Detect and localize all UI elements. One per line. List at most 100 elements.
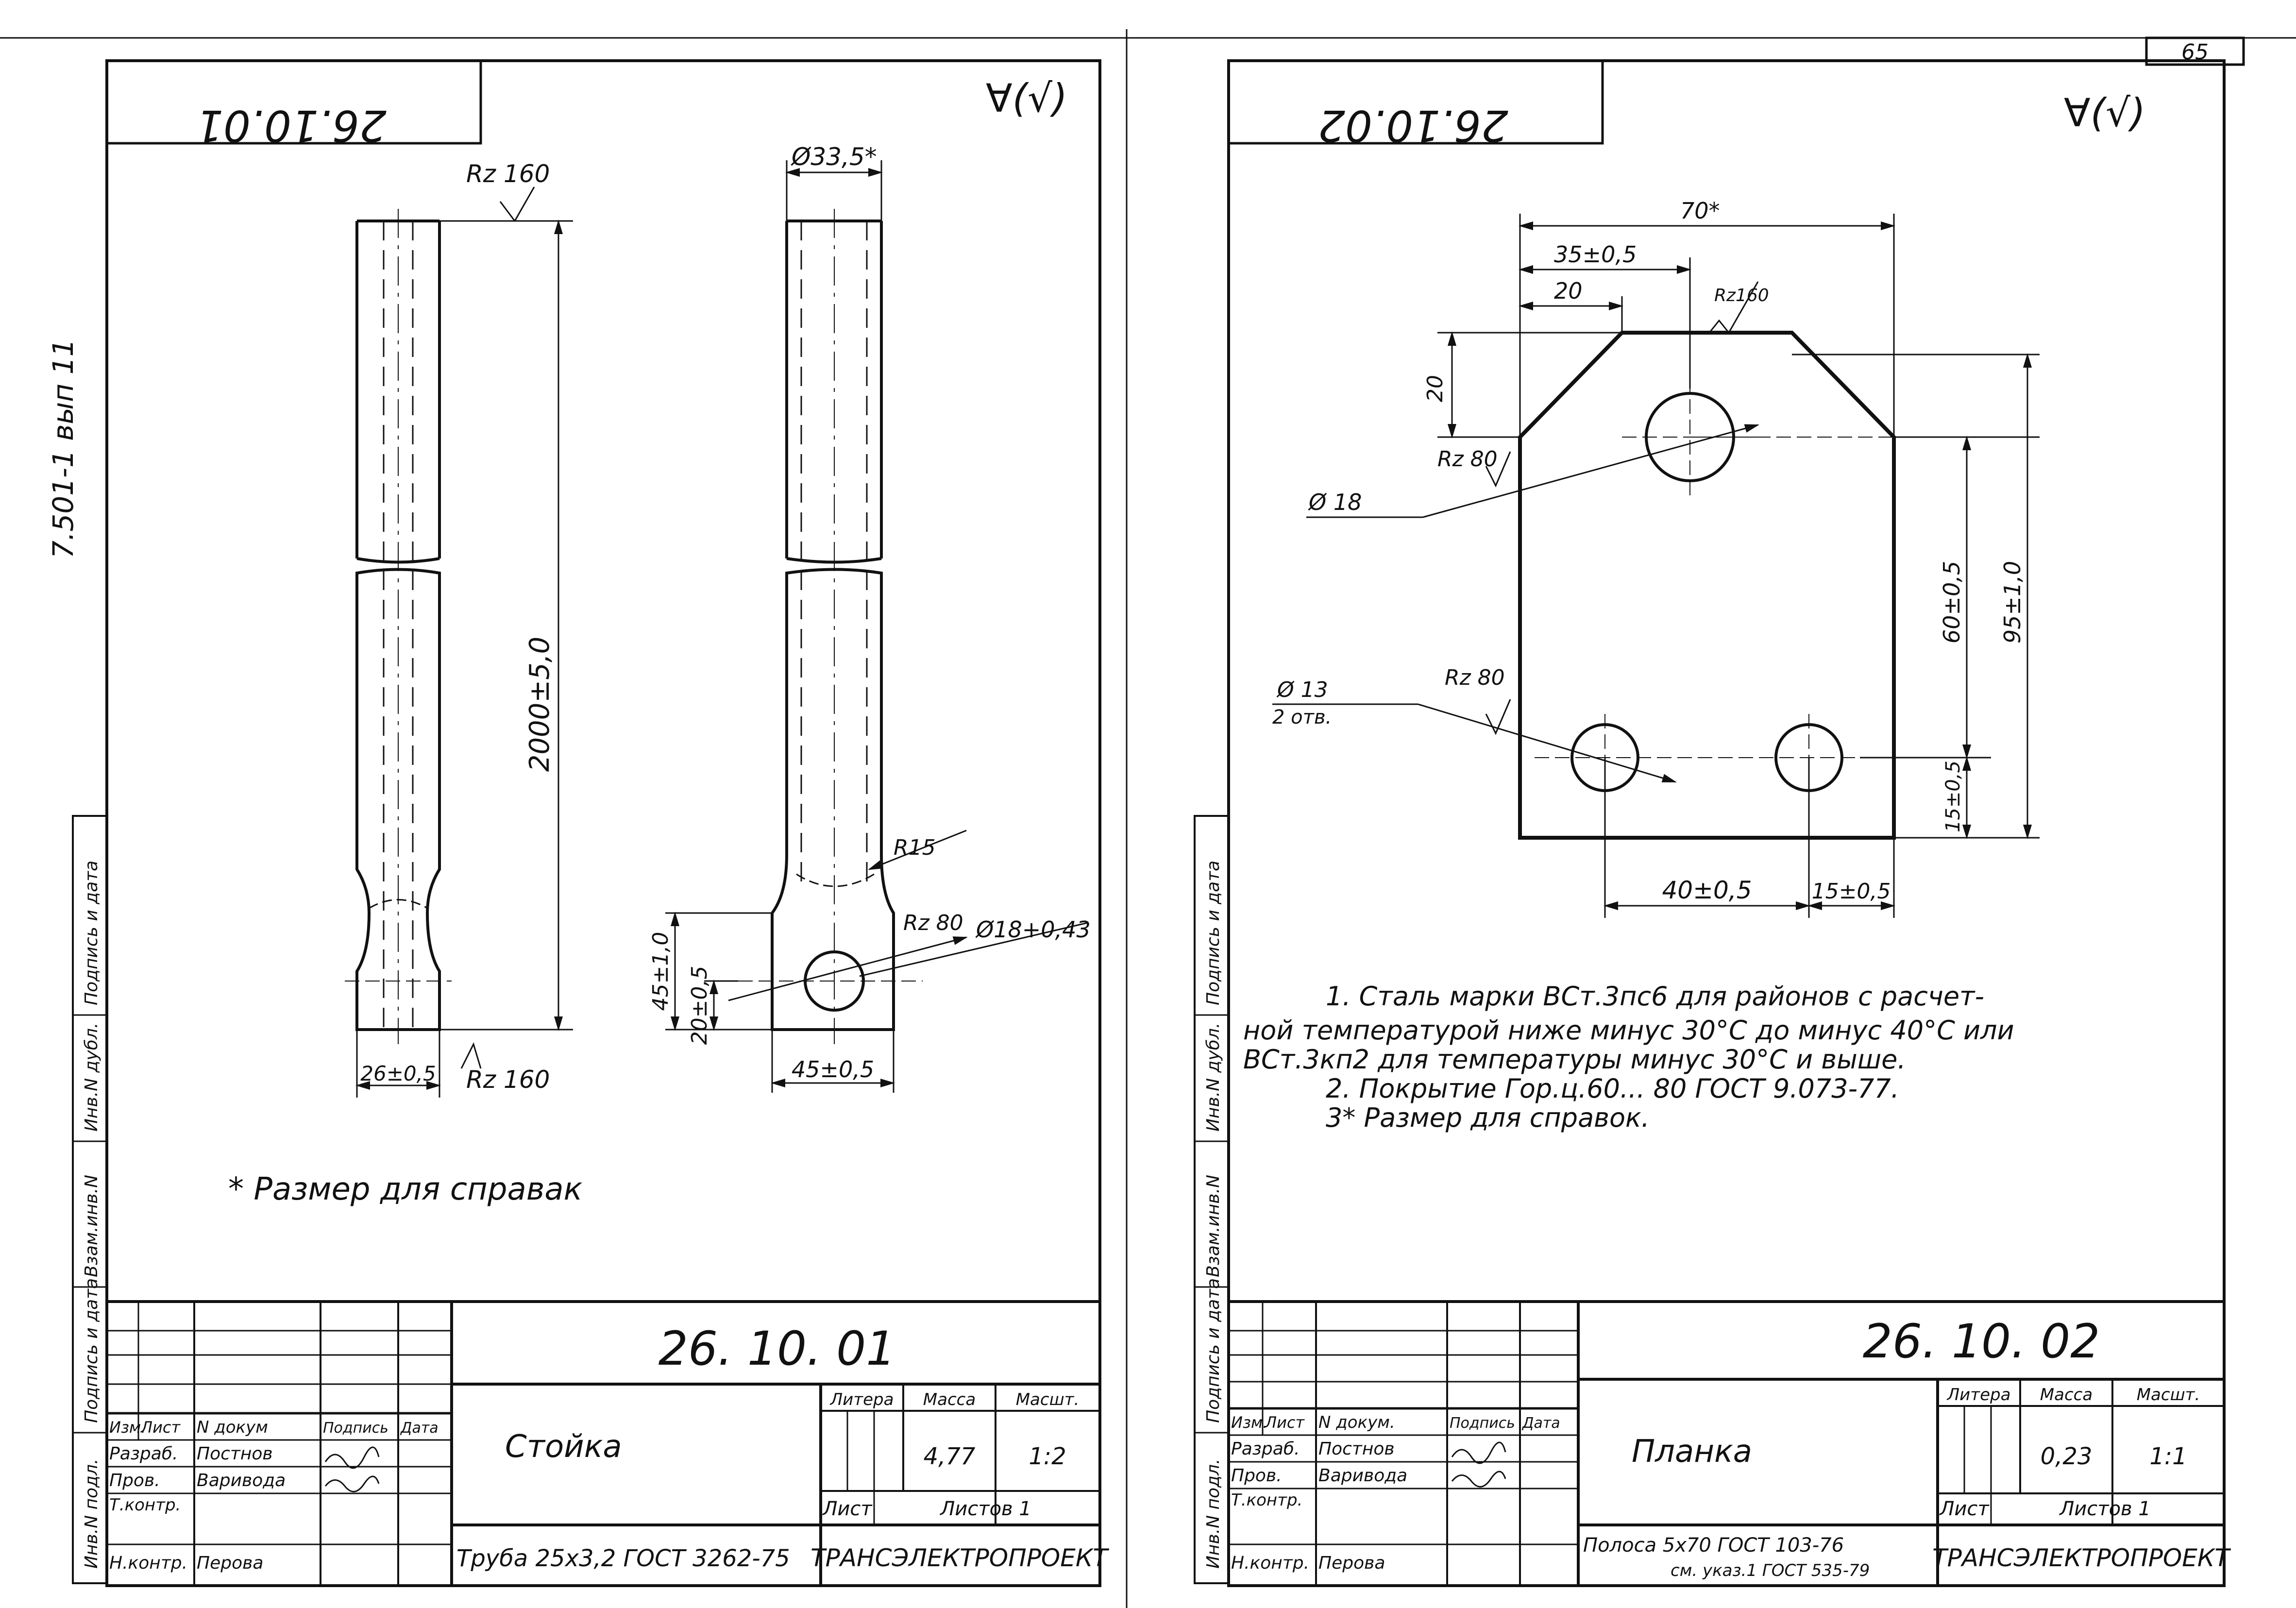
- plate-dim-15-horiz: 15±0,5: [1812, 879, 1891, 904]
- rt-col-izm: Изм.: [1231, 1413, 1267, 1432]
- plate-rz80-top: Rz 80: [1437, 447, 1498, 472]
- lt-role-0: Разраб.: [109, 1444, 178, 1464]
- lt-col-ndokum: N докум: [197, 1418, 268, 1437]
- post-front-view: [738, 209, 923, 1044]
- rt-material-1: Полоса 5х70 ГОСТ 103-76: [1583, 1534, 1844, 1557]
- left-side-stamp: Инв.N подл. Подпись и дата Взам.инв.N Ин…: [72, 815, 108, 1584]
- r-stamp-podpis-1: Подпись и дата: [1203, 1278, 1223, 1423]
- rt-signature-0: [1451, 1441, 1506, 1464]
- right-side-stamp: Инв.N подл. Подпись и дата Взам.инв.N Ин…: [1194, 815, 1230, 1584]
- stamp-inv-podl: Инв.N подл.: [82, 1459, 101, 1569]
- lt-signature-1: [324, 1475, 380, 1492]
- rt-col-list: Лист: [1265, 1413, 1305, 1432]
- lt-col-izm: Изм.: [109, 1418, 146, 1437]
- rt-col-podpis: Подпись: [1450, 1415, 1515, 1432]
- left-code-box: [105, 59, 482, 145]
- rt-material-2: см. указ.1 ГОСТ 535-79: [1671, 1561, 1870, 1580]
- note-line-3: ВСт.3кп2 для температуры минус 30°С и вы…: [1243, 1044, 1906, 1075]
- note-line-2: ной температурой ниже минус 30°С до мину…: [1243, 1015, 2014, 1046]
- post-rz-bottom: Rz 160: [466, 1066, 550, 1094]
- r-stamp-podpis-2: Подпись и дата: [1203, 861, 1223, 1005]
- rt-org: ТРАНСЭЛЕКТРОПРОЕКТ: [1932, 1544, 2231, 1572]
- lt-org: ТРАНСЭЛЕКТРОПРОЕКТ: [810, 1544, 1109, 1572]
- lt-sheets-label: Листов 1: [939, 1498, 1031, 1520]
- series-label: 7.501-1 вып 11: [47, 339, 80, 559]
- plate-dim-60: 60±0,5: [1939, 561, 1965, 643]
- lt-material: Труба 25х3,2 ГОСТ 3262-75: [456, 1545, 790, 1572]
- note-line-1: 1. Сталь марки ВСт.3пс6 для районов с ра…: [1326, 981, 1984, 1012]
- rt-sheet-label: Лист: [1939, 1498, 1990, 1520]
- rt-scale: 1:1: [2149, 1443, 2187, 1470]
- rt-mass: 0,23: [2041, 1443, 2093, 1470]
- note-line-4: 2. Покрытие Гор.ц.60... 80 ГОСТ 9.073-77…: [1326, 1073, 1899, 1104]
- lt-col-list: Лист: [140, 1418, 181, 1437]
- rt-col-ndokum: N докум.: [1318, 1413, 1395, 1432]
- right-roughness-mark: ∀(√): [2064, 90, 2145, 135]
- stamp-vzam-inv: Взам.инв.N: [82, 1175, 101, 1277]
- left-code-mirrored: 26.10.01: [196, 101, 387, 151]
- r-stamp-inv-dubl: Инв.N дубл.: [1203, 1023, 1223, 1132]
- lt-role-1: Пров.: [109, 1471, 160, 1490]
- plate-phi13: Ø 13: [1276, 677, 1328, 702]
- post-dim-20: 20±0,5: [687, 966, 712, 1045]
- plate-rz160: Rz160: [1714, 286, 1769, 305]
- plate-dim-35: 35±0,5: [1554, 241, 1637, 268]
- lt-mass-header: Масса: [923, 1390, 976, 1409]
- rt-code: 26. 10. 02: [1863, 1314, 2100, 1369]
- lt-mass: 4,77: [924, 1443, 976, 1470]
- plate-dim-70: 70*: [1680, 198, 1720, 224]
- lt-col-data: Дата: [400, 1420, 439, 1437]
- plate-drawing: [1518, 331, 1896, 840]
- rt-sheets-label: Листов 1: [2059, 1498, 2151, 1520]
- plate-phi18: Ø 18: [1308, 489, 1362, 515]
- rt-role-1: Пров.: [1231, 1466, 1282, 1486]
- r-stamp-vzam-inv: Взам.инв.N: [1203, 1175, 1223, 1277]
- left-roughness-mark: ∀(√): [986, 76, 1067, 121]
- r-stamp-inv-podl: Инв.N подл.: [1203, 1459, 1223, 1569]
- stamp-podpis-2: Подпись и дата: [82, 861, 101, 1005]
- post-hole-dim: Ø18+0,43: [975, 916, 1091, 943]
- plate-rz80-bottom: Rz 80: [1445, 665, 1505, 690]
- plate-dim-15-vert: 15±0,5: [1942, 761, 1964, 832]
- lt-scale-header: Масшт.: [1016, 1390, 1080, 1409]
- stamp-inv-dubl: Инв.N дубл.: [82, 1023, 101, 1132]
- left-frame: [105, 59, 1101, 1587]
- rt-name-3: Перова: [1318, 1553, 1385, 1573]
- rt-col-data: Дата: [1521, 1415, 1560, 1432]
- post-side-view: [345, 209, 452, 1044]
- left-sheet: 26.10.01 ∀(√) 7.501-1 вып 11 Инв.N подл.…: [47, 59, 1109, 1587]
- lt-name: Стойка: [505, 1429, 622, 1465]
- rt-role-0: Разраб.: [1231, 1439, 1300, 1459]
- rt-signature-1: [1451, 1471, 1506, 1488]
- lt-sheet-label: Лист: [822, 1498, 873, 1520]
- rt-name: Планка: [1632, 1434, 1752, 1470]
- lt-role-3: Н.контр.: [109, 1553, 187, 1573]
- plate-dim-20-top: 20: [1554, 278, 1583, 304]
- post-rz-top: Rz 160: [466, 160, 550, 188]
- right-notes: 1. Сталь марки ВСт.3пс6 для районов с ра…: [1243, 981, 2014, 1133]
- rt-role-2: Т.контр.: [1231, 1490, 1302, 1510]
- post-diameter-dim: Ø33,5*: [791, 143, 877, 171]
- lt-lit-header: Литера: [829, 1390, 894, 1409]
- right-code-box: [1227, 59, 1604, 145]
- rt-lit-header: Литера: [1946, 1385, 2011, 1405]
- post-rz80: Rz 80: [903, 911, 963, 935]
- post-r15: R15: [894, 835, 936, 860]
- plate-dim-95: 95±1,0: [1999, 561, 2026, 643]
- plate-dim-20-side: 20: [1423, 375, 1448, 402]
- lt-name-3: Перова: [197, 1553, 263, 1573]
- lt-col-podpis: Подпись: [323, 1420, 388, 1437]
- rt-name-0: Постнов: [1318, 1439, 1395, 1459]
- right-code-mirrored: 26.10.02: [1318, 101, 1508, 151]
- lt-name-1: Варивода: [197, 1471, 286, 1490]
- lt-code: 26. 10. 01: [658, 1321, 896, 1376]
- rt-role-3: Н.контр.: [1231, 1553, 1309, 1573]
- lt-signature-0: [324, 1446, 380, 1469]
- right-title-block: Изм. Лист N докум. Подпись Дата Разраб. …: [1227, 1300, 2231, 1587]
- left-note: * Размер для справак: [228, 1171, 583, 1207]
- plate-dim-40: 40±0,5: [1662, 876, 1752, 904]
- post-dim-45-horiz: 45±0,5: [792, 1056, 874, 1083]
- left-title-block: Изм. Лист N докум Подпись Дата Разраб. П…: [105, 1300, 1109, 1587]
- stamp-podpis-1: Подпись и дата: [82, 1278, 101, 1423]
